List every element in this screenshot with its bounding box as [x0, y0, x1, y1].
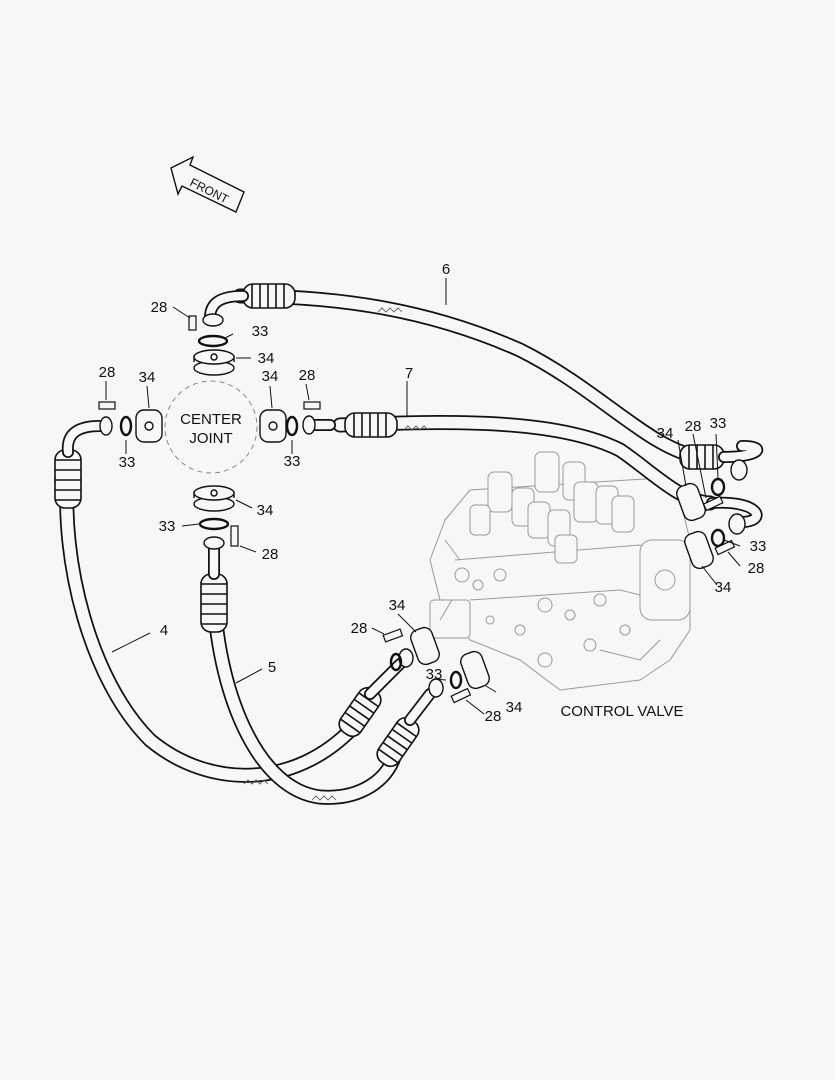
flange-valve-2 — [684, 530, 714, 570]
callout-28: 28 — [485, 708, 502, 725]
callout-34: 34 — [715, 579, 732, 596]
callout-34: 34 — [262, 368, 279, 385]
flange-valve-3 — [410, 626, 440, 666]
hose-markings — [243, 307, 429, 801]
center-joint-line2: JOINT — [189, 430, 232, 447]
callout-33: 33 — [119, 454, 136, 471]
callouts: 6 7 4 5 28 33 34 28 34 33 34 28 33 34 33… — [99, 261, 767, 725]
center-joint: CENTER JOINT — [164, 380, 258, 474]
flange-top — [193, 349, 235, 376]
leader-lines — [105, 278, 741, 715]
flange-valve-1 — [676, 482, 706, 522]
callout-7: 7 — [405, 365, 413, 382]
split-flanges — [135, 349, 714, 690]
callout-28: 28 — [748, 560, 765, 577]
bolts — [98, 315, 736, 704]
callout-33: 33 — [426, 666, 443, 683]
callout-28: 28 — [351, 620, 368, 637]
flange-bottom — [193, 485, 235, 512]
callout-34: 34 — [389, 597, 406, 614]
callout-28: 28 — [299, 367, 316, 384]
callout-34: 34 — [257, 502, 274, 519]
callout-5: 5 — [268, 659, 276, 676]
callout-28: 28 — [151, 299, 168, 316]
callout-34: 34 — [139, 369, 156, 386]
callout-6: 6 — [442, 261, 450, 278]
hose-6 — [232, 288, 708, 465]
hose-5 — [206, 592, 404, 805]
callout-33: 33 — [159, 518, 176, 535]
flange-valve-4 — [460, 650, 490, 690]
callout-34: 34 — [258, 350, 275, 367]
front-arrow-icon: FRONT — [170, 155, 245, 213]
hose-4 — [59, 462, 368, 783]
flange-left — [135, 409, 163, 443]
crimp-sleeves — [54, 283, 725, 768]
callout-28: 28 — [99, 364, 116, 381]
callout-33: 33 — [252, 323, 269, 340]
callout-33: 33 — [284, 453, 301, 470]
callout-28: 28 — [262, 546, 279, 563]
callout-33: 33 — [750, 538, 767, 555]
elbow-fittings — [61, 290, 764, 726]
callout-34: 34 — [657, 425, 674, 442]
hose-7 — [332, 415, 718, 511]
control-valve-label: CONTROL VALVE — [560, 703, 683, 720]
callout-4: 4 — [160, 622, 168, 639]
callout-34: 34 — [506, 699, 523, 716]
o-rings — [119, 334, 726, 690]
center-joint-line1: CENTER — [180, 411, 242, 428]
callout-28: 28 — [685, 418, 702, 435]
flange-right — [259, 409, 287, 443]
callout-33: 33 — [710, 415, 727, 432]
